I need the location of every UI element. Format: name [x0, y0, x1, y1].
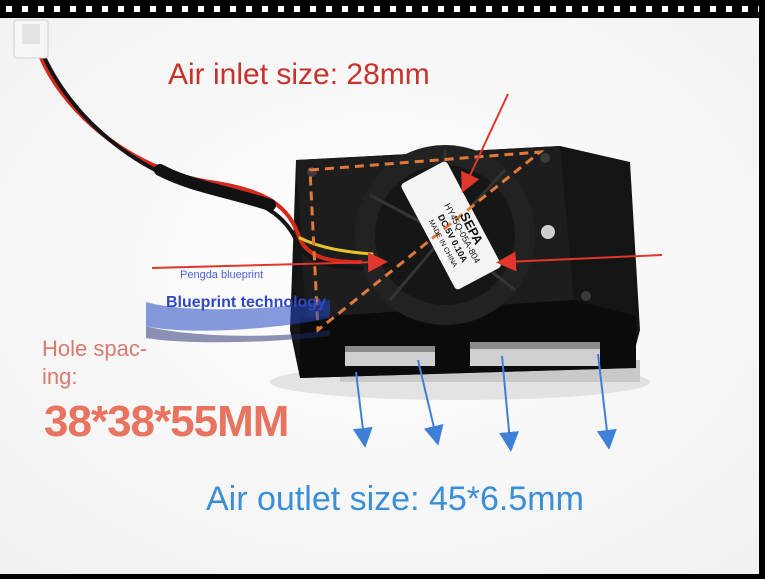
right-arrow	[496, 251, 663, 272]
air-inlet-label: Air inlet size: 28mm	[168, 58, 430, 91]
watermark-line-1: Pengda blueprint	[180, 269, 264, 281]
left-arrow	[151, 252, 388, 273]
inlet-arrow	[461, 93, 509, 194]
dimensions-label: 38*38*55MM	[44, 397, 289, 446]
outlet-arrow-4	[596, 353, 617, 450]
bottom-border	[0, 574, 765, 579]
film-strip-border	[0, 0, 765, 18]
cable	[36, 48, 374, 270]
outlet-arrow-1	[352, 371, 373, 448]
fan-body	[290, 145, 640, 378]
air-outlet-label: Air outlet size: 45*6.5mm	[206, 480, 584, 518]
right-border	[759, 0, 765, 579]
watermark-swoosh	[146, 300, 330, 331]
outlet-arrow-3	[499, 355, 520, 452]
hole-spacing-label: Hole spac-ing:	[42, 336, 148, 389]
outlet-arrow-2	[417, 359, 444, 446]
watermark-line-2: Blueprint technology	[166, 294, 326, 311]
